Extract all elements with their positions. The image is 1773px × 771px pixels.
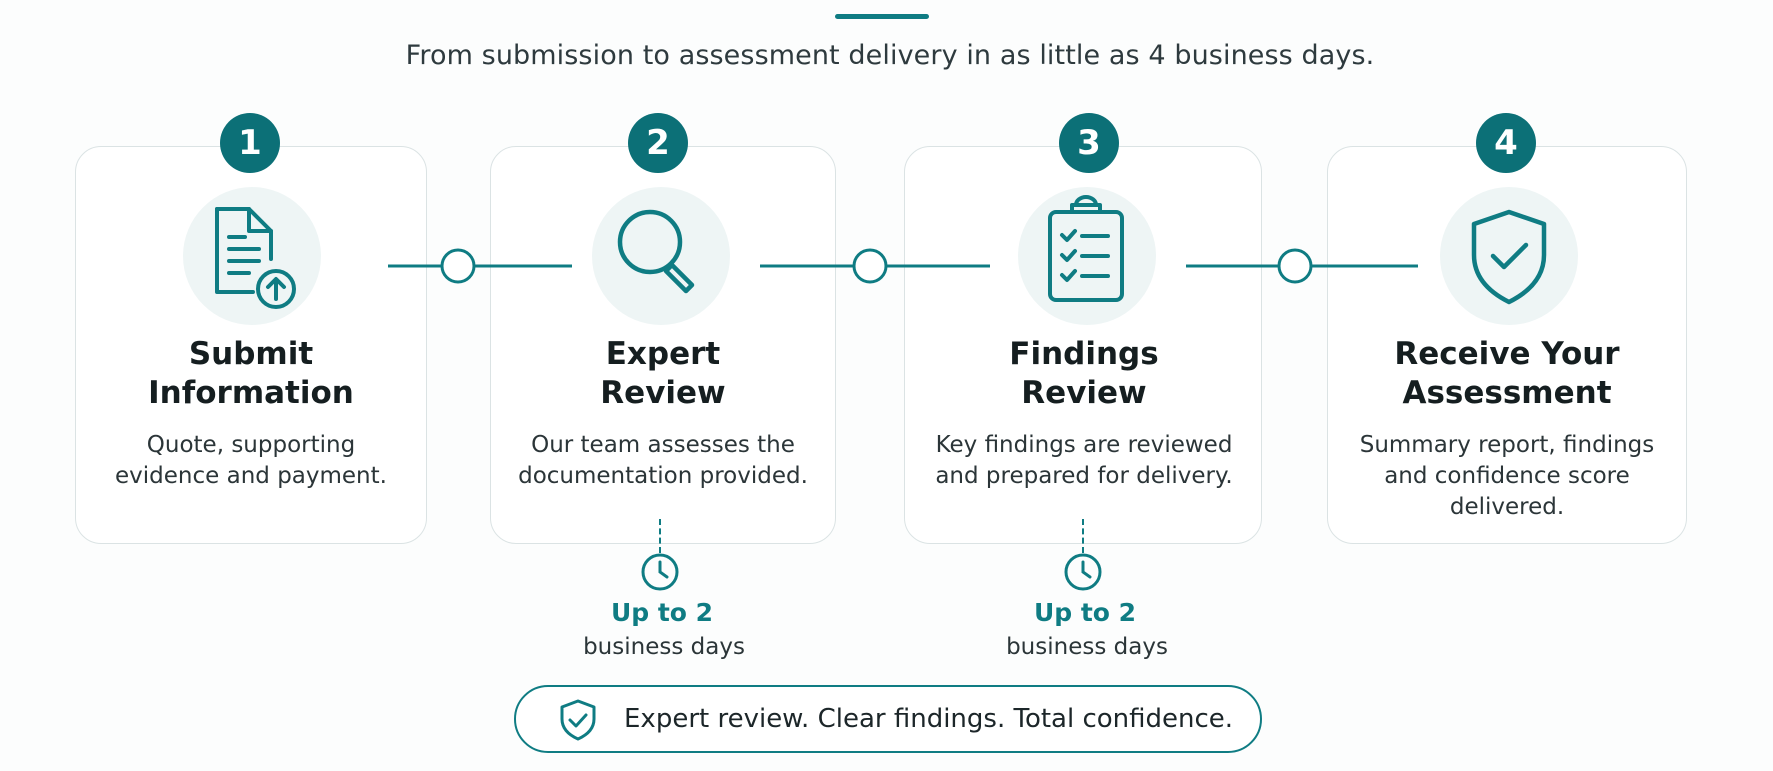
duration-dashed-line-1 bbox=[659, 519, 661, 553]
step-title-line: Review bbox=[1021, 375, 1147, 411]
step-number-badge: 2 bbox=[628, 113, 688, 173]
step-title-2: Expert Review bbox=[503, 335, 823, 413]
step-description-line: and confidence score bbox=[1384, 463, 1630, 489]
step-title-line: Assessment bbox=[1402, 375, 1612, 411]
clipboard-checklist-icon bbox=[1048, 195, 1124, 302]
step-description-2: Our team assesses the documentation prov… bbox=[503, 430, 823, 492]
step-title-1: Submit Information bbox=[91, 335, 411, 413]
step-icon-circle-4 bbox=[1440, 187, 1578, 325]
step-title-3: Findings Review bbox=[924, 335, 1244, 413]
clock-icon bbox=[641, 553, 679, 591]
step-description-line: and prepared for delivery. bbox=[935, 463, 1233, 489]
clock-icon bbox=[1064, 553, 1102, 591]
duration-value-1: Up to 2 bbox=[610, 598, 714, 627]
step-description-line: documentation provided. bbox=[518, 463, 808, 489]
step-description-line: Summary report, findings bbox=[1359, 432, 1655, 458]
step-connector-2-3 bbox=[760, 248, 990, 284]
step-icon-circle-1 bbox=[183, 187, 321, 325]
step-number-badge: 1 bbox=[220, 113, 280, 173]
header-accent-bar bbox=[835, 14, 929, 19]
step-description-line: Key findings are reviewed bbox=[935, 432, 1233, 458]
step-connector-3-4 bbox=[1186, 248, 1418, 284]
step-number-badge: 4 bbox=[1476, 113, 1536, 173]
step-title-line: Findings bbox=[1009, 336, 1159, 372]
step-title-line: Receive Your bbox=[1394, 336, 1620, 372]
step-connector-1-2 bbox=[388, 248, 572, 284]
step-description-line: Quote, supporting bbox=[146, 432, 356, 458]
step-title-line: Submit bbox=[188, 336, 314, 372]
step-title-line: Expert bbox=[605, 336, 721, 372]
step-title-4: Receive Your Assessment bbox=[1347, 335, 1667, 413]
step-title-line: Review bbox=[600, 375, 726, 411]
step-number-badge: 3 bbox=[1059, 113, 1119, 173]
step-description-line: evidence and payment. bbox=[115, 463, 387, 489]
shield-check-icon bbox=[1471, 209, 1547, 305]
duration-dashed-line-2 bbox=[1082, 519, 1084, 553]
step-description-4: Summary report, findings and confidence … bbox=[1342, 430, 1672, 523]
duration-unit-1: business days bbox=[583, 634, 745, 660]
step-description-3: Key findings are reviewed and prepared f… bbox=[919, 430, 1249, 492]
document-upload-icon bbox=[215, 207, 296, 309]
shield-check-icon bbox=[560, 699, 596, 741]
magnifier-icon bbox=[617, 209, 695, 294]
step-description-line: delivered. bbox=[1449, 494, 1565, 520]
page-subtitle: From submission to assessment delivery i… bbox=[405, 40, 1375, 71]
step-description-1: Quote, supporting evidence and payment. bbox=[91, 430, 411, 492]
step-icon-circle-3 bbox=[1018, 187, 1156, 325]
step-icon-circle-2 bbox=[592, 187, 730, 325]
duration-unit-2: business days bbox=[1006, 634, 1168, 660]
tagline-banner: Expert review. Clear findings. Total con… bbox=[514, 685, 1262, 753]
step-description-line: Our team assesses the bbox=[531, 432, 795, 458]
duration-value-2: Up to 2 bbox=[1033, 598, 1137, 627]
step-title-line: Information bbox=[148, 375, 354, 411]
tagline-text: Expert review. Clear findings. Total con… bbox=[624, 704, 1234, 734]
